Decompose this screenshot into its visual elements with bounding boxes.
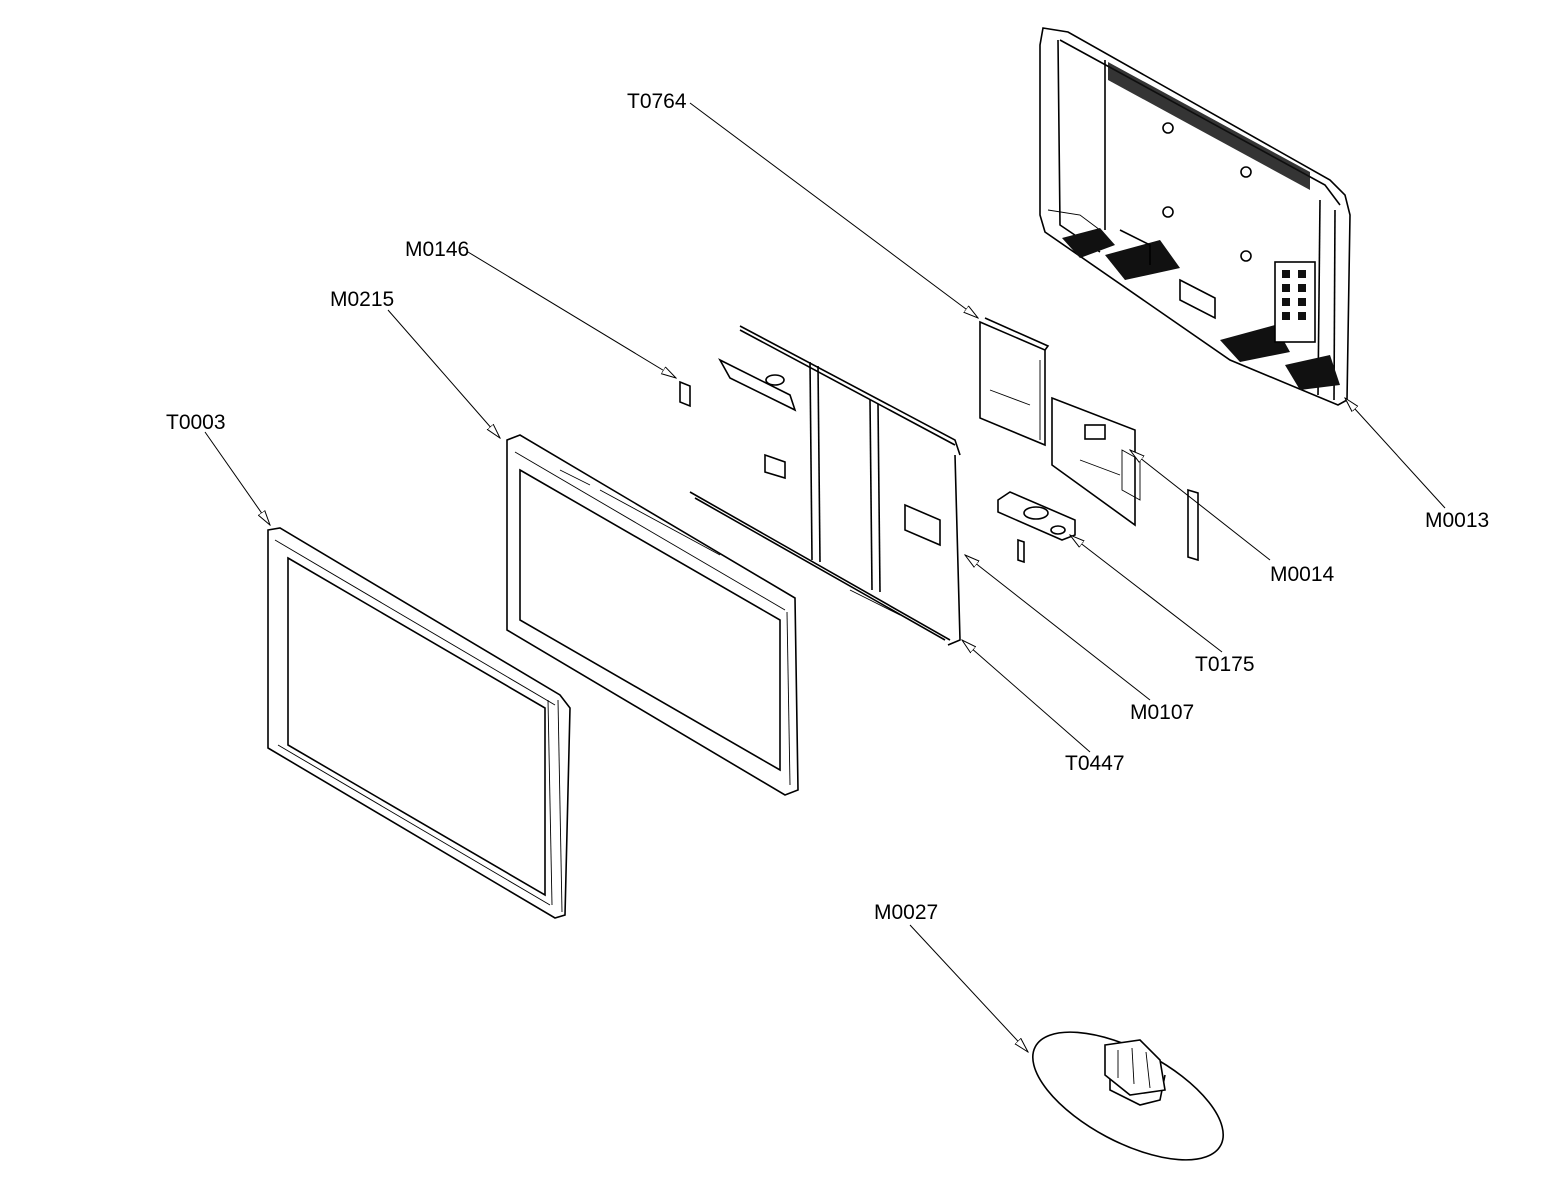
small-board-part	[1051, 396, 1199, 562]
part-labels: T0764 M0146 M0215 T0003 M0013 M0014 T017…	[166, 90, 1489, 924]
label-t0003: T0003	[166, 411, 226, 434]
rear-cabinet-part	[1039, 27, 1351, 406]
label-m0146: M0146	[405, 238, 469, 261]
label-m0215: M0215	[330, 288, 394, 311]
label-t0447: T0447	[1065, 752, 1125, 775]
label-m0014: M0014	[1270, 563, 1335, 586]
label-m0107: M0107	[1130, 701, 1194, 724]
leader-lines	[204, 102, 1446, 1052]
label-t0764: T0764	[627, 90, 687, 113]
speaker-right-part	[997, 491, 1076, 541]
stand-part	[1032, 1031, 1224, 1161]
clip-part	[679, 380, 691, 408]
label-t0175: T0175	[1195, 653, 1255, 676]
front-bezel-part	[267, 527, 571, 919]
main-board-part	[979, 317, 1050, 447]
chassis-frame-part	[689, 325, 1025, 646]
label-m0013: M0013	[1425, 509, 1489, 532]
label-m0027: M0027	[874, 901, 938, 924]
panel-frame-part	[506, 434, 799, 796]
